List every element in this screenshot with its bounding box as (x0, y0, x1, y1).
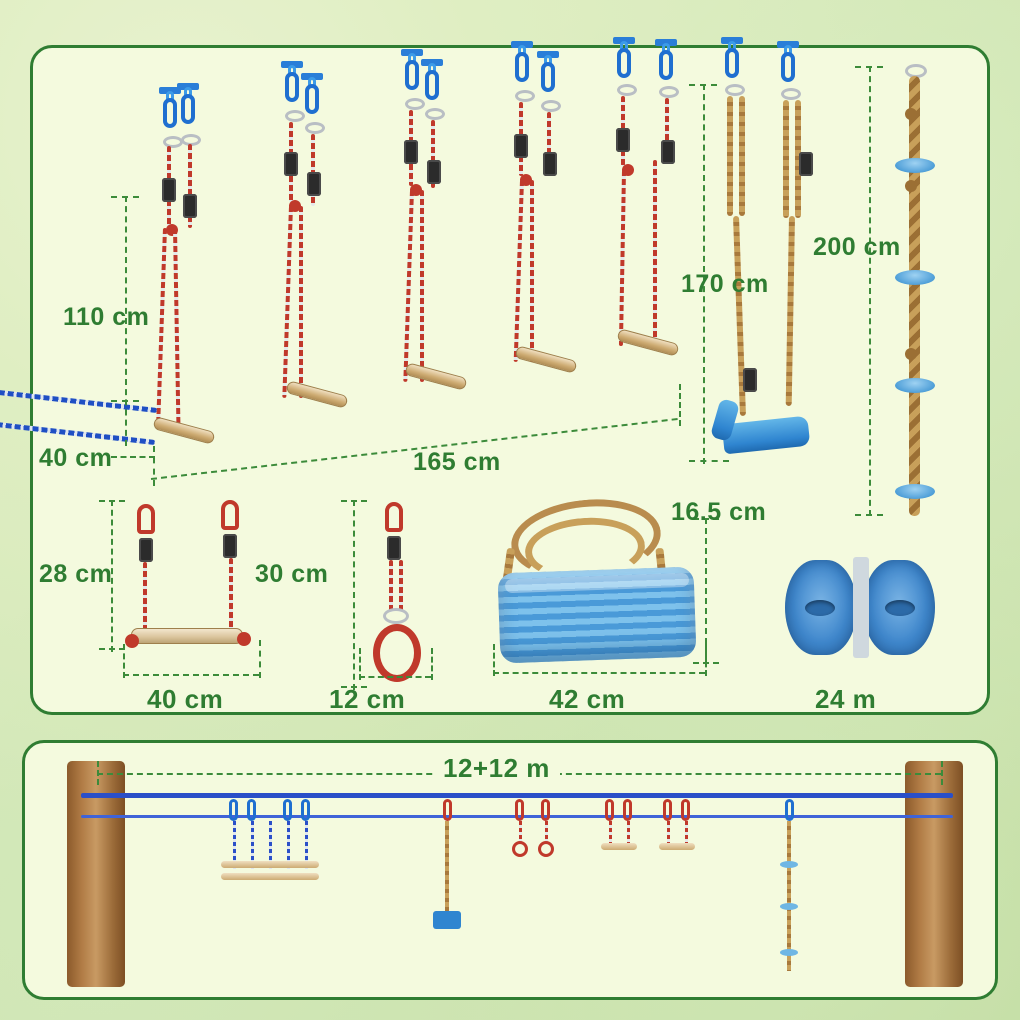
guide-swing-bottom (689, 460, 729, 462)
trapeze-bar (131, 628, 243, 644)
guide-climbrope-bottom (855, 514, 883, 516)
setup-panel: 12+12 m (22, 740, 998, 1000)
guide-ladder-length-left (153, 446, 155, 486)
trapeze-cap-left (125, 634, 139, 648)
label-swing-rope: 170 cm (681, 270, 769, 298)
guide-swing-top (689, 84, 717, 86)
guide-ladder-height-top (111, 196, 139, 198)
label-line-length: 12+12 m (433, 753, 560, 784)
guide-seat-depth (705, 518, 707, 664)
guide-seat-width-r (705, 644, 707, 676)
trapeze-cap-right (237, 632, 251, 646)
guide-climbrope-top (855, 66, 883, 68)
label-seat-depth: 16.5 cm (671, 498, 767, 526)
ladder-side-rope-back (0, 349, 157, 413)
label-strap-length: 24 m (815, 684, 877, 714)
guide-line-left (97, 761, 99, 785)
guide-trapeze-width-r (259, 640, 261, 678)
climb-disc-4 (895, 484, 935, 499)
label-seat-width: 42 cm (549, 684, 626, 714)
guide-seat-depth-top (693, 518, 719, 520)
guide-ring-width-r (431, 648, 433, 680)
guide-ring-bottom (341, 686, 367, 688)
components-panel: 110 cm 40 cm 165 cm 170 cm (0, 37, 990, 715)
label-climbing-rope: 200 cm (813, 233, 901, 261)
guide-seat-width (493, 672, 705, 674)
gym-ring (373, 624, 421, 682)
ladder-rung-4 (514, 345, 578, 374)
guide-ring-height (353, 500, 355, 690)
label-ring-width: 12 cm (329, 684, 406, 714)
guide-trapeze-height (111, 500, 113, 652)
ladder-rung-3 (404, 362, 468, 391)
ladder-rung-5 (616, 328, 680, 357)
ring-connector (383, 608, 409, 624)
label-ladder-length: 165 cm (413, 448, 501, 476)
guide-ring-width (359, 676, 431, 678)
label-ring-height: 30 cm (255, 560, 329, 588)
guide-ladder-height-bottom (111, 400, 139, 402)
strap-roll (785, 557, 935, 658)
ladder-rung-1 (152, 416, 216, 445)
guide-seat-width-l (493, 644, 495, 676)
ladder-rung-2 (285, 380, 349, 409)
guide-line-right (941, 761, 943, 785)
label-trapeze-width: 40 cm (147, 684, 224, 714)
guide-ladder-height (125, 196, 127, 446)
climb-disc-2 (895, 270, 935, 285)
label-trapeze-height: 28 cm (39, 560, 113, 588)
guide-trapeze-width-l (123, 644, 125, 678)
guide-swing-height (703, 84, 705, 464)
guide-ladder-width (111, 456, 155, 458)
climb-disc-3 (895, 378, 935, 393)
label-ladder-height: 110 cm (63, 303, 150, 331)
climb-disc-1 (895, 158, 935, 173)
slackline-main (81, 793, 953, 798)
label-ladder-width: 40 cm (39, 444, 113, 472)
guide-ladder-length-right (679, 384, 681, 426)
ladder-side-rope-front (0, 381, 155, 445)
guide-ring-top (341, 500, 367, 502)
guide-climbrope (869, 66, 871, 516)
guide-trapeze-bottom (99, 648, 125, 650)
guide-ring-width-l (359, 648, 361, 680)
guide-trapeze-width (123, 674, 259, 676)
tree-right (905, 761, 963, 987)
guide-trapeze-top (99, 500, 125, 502)
tree-left (67, 761, 125, 987)
